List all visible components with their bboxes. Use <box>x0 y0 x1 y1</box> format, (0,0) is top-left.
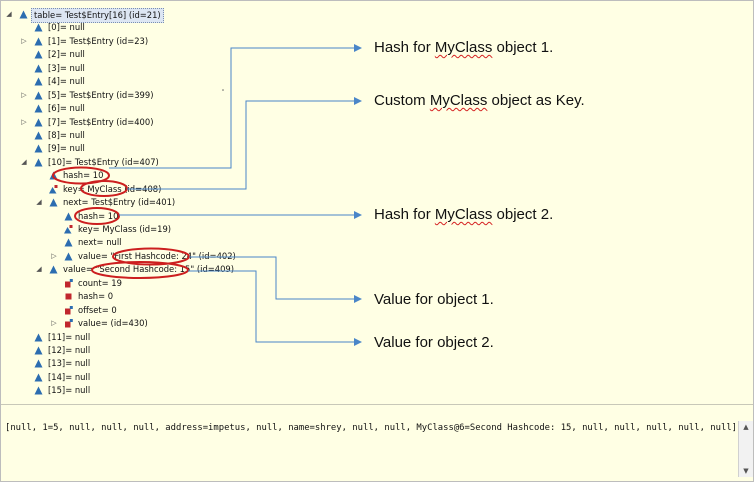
tree-row-label: [9]= null <box>48 143 85 154</box>
highlight-value-2 <box>91 261 189 279</box>
tree-row-label: [2]= null <box>48 49 85 60</box>
tree-row-label: [5]= Test$Entry (id=399) <box>48 89 154 100</box>
note-keyword: MyClass <box>434 206 493 223</box>
note-hash-object-2: Hash for MyClass object 2. <box>374 206 553 223</box>
note-text: Hash for <box>374 206 435 223</box>
tree-row-label: [10]= Test$Entry (id=407) <box>48 156 159 167</box>
note-text: Value for object 1. <box>374 291 494 308</box>
tree-row-label: [7]= Test$Entry (id=400) <box>48 116 154 127</box>
note-text: Hash for <box>374 39 435 56</box>
tree-row-label: [11]= null <box>48 331 91 342</box>
arrow-value-2 <box>188 270 362 346</box>
collapse-toggle-icon[interactable]: ◢ <box>36 265 42 274</box>
note-value-object-1: Value for object 1. <box>374 291 494 308</box>
tree-row-label: [8]= null <box>48 129 85 140</box>
scroll-up-icon[interactable]: ▲ <box>743 423 749 431</box>
tree-row-label: key= MyClass (id=408) <box>63 183 162 194</box>
tree-row-label: [15]= null <box>48 385 91 396</box>
note-custom-key: Custom MyClass object as Key. <box>374 92 585 109</box>
note-text: object 2. <box>492 206 554 223</box>
variables-tree: ◢ table= Test$Entry[16] (id=21)[0]= null ▷… <box>1 1 753 403</box>
collapse-toggle-icon[interactable]: ◢ <box>36 198 42 207</box>
arrow-hash-1 <box>109 44 362 169</box>
note-value-object-2: Value for object 2. <box>374 334 494 351</box>
tree-row-label: [6]= null <box>48 103 85 114</box>
expand-toggle-icon[interactable]: ▷ <box>21 36 27 45</box>
tree-row-label: [4]= null <box>48 76 85 87</box>
tree-row-label: [12]= null <box>48 345 91 355</box>
tree-row-label: key= MyClass (id=19) <box>78 224 172 235</box>
collapse-toggle-icon[interactable]: ◢ <box>21 157 27 166</box>
tree-row-label: value= "First Hashcode: 24" (id=402) <box>78 250 236 261</box>
collapse-toggle-icon[interactable]: ◢ <box>6 10 12 18</box>
note-hash-object-1: Hash for MyClass object 1. <box>374 39 553 56</box>
scroll-down-icon[interactable]: ▼ <box>743 467 749 475</box>
tree-row-label: hash= 10 <box>63 170 104 181</box>
note-keyword: MyClass <box>434 39 493 56</box>
highlight-hash-2 <box>74 207 120 225</box>
detail-pane-output: [null, 1=5, null, null, null, address=im… <box>5 423 738 433</box>
tree-row-label: [14]= null <box>48 371 91 382</box>
pane-divider[interactable] <box>1 404 753 405</box>
expand-toggle-icon[interactable]: ▷ <box>21 90 27 99</box>
tree-row-label: hash= 0 <box>78 291 114 302</box>
note-text: object 1. <box>492 39 554 56</box>
note-text: object as Key. <box>487 92 585 109</box>
expand-toggle-icon[interactable]: ▷ <box>21 117 27 126</box>
tree-row-label: [0]= null <box>48 22 85 33</box>
tree-row-label: next= null <box>78 237 122 248</box>
tree-row-label: value= "Second Hashcode: 15" (id=409) <box>63 264 235 275</box>
annotation-overlay <box>52 44 362 346</box>
tree-row-label: [3]= null <box>48 62 85 73</box>
detail-scrollbar[interactable]: ▲ ▼ <box>738 421 753 477</box>
tree-row-label: table= Test$Entry[16] (id=21) <box>31 8 164 23</box>
tree-row-label: count= 19 <box>78 277 122 288</box>
expand-toggle-icon[interactable]: ▷ <box>51 251 57 260</box>
stray-dot <box>222 89 224 91</box>
tree-row-label: [1]= Test$Entry (id=23) <box>48 35 149 46</box>
note-keyword: MyClass <box>429 92 488 109</box>
note-text: Custom <box>374 92 430 109</box>
tree-row-label: hash= 10 <box>78 210 119 221</box>
arrow-value-1 <box>189 256 362 303</box>
highlight-hash-1 <box>52 166 110 185</box>
expand-toggle-icon[interactable]: ▷ <box>51 319 57 328</box>
tree-row-label: offset= 0 <box>78 304 117 315</box>
arrow-key <box>127 97 362 190</box>
tree-row-label: value= (id=430) <box>78 318 148 329</box>
tree-row-label: next= Test$Entry (id=401) <box>63 197 176 208</box>
note-text: Value for object 2. <box>374 334 494 351</box>
tree-row-label: [13]= null <box>48 358 91 369</box>
highlight-key-1 <box>80 180 128 197</box>
